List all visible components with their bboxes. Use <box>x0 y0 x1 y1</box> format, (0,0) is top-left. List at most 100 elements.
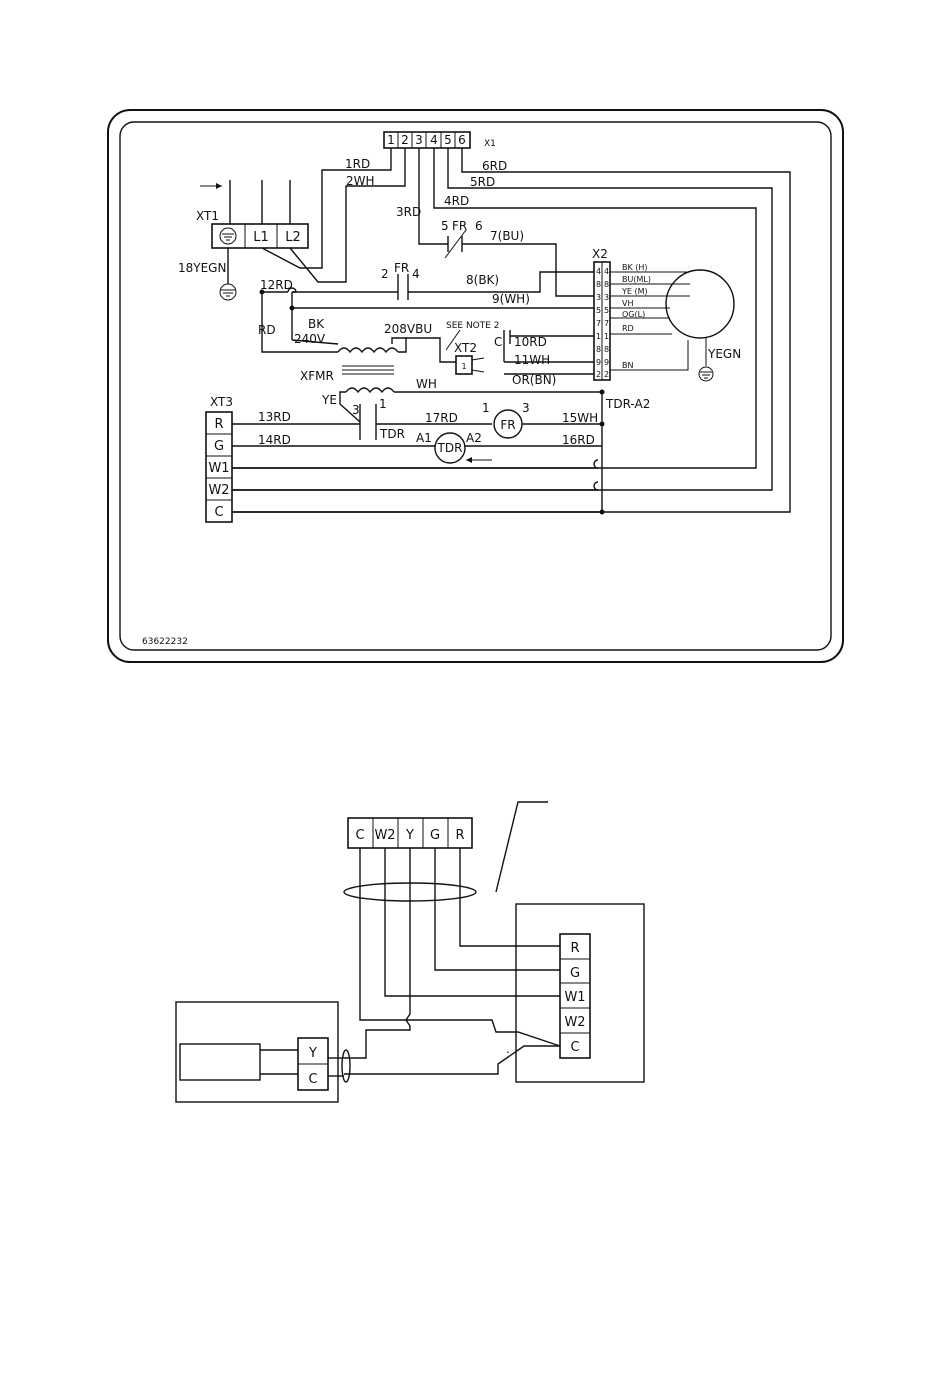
wire-rd-label: RD <box>258 323 276 337</box>
capacitor: C 10RD 11WH OR(BN) <box>494 330 594 387</box>
wire-3rd-label: 3RD <box>396 205 421 219</box>
xt2-pin: 1 <box>461 362 466 371</box>
wire-13rd-label: 13RD <box>258 410 291 424</box>
blower-motor: BK (H) BU(ML) YE (M) VH OG(L) RD BN YEGN <box>610 263 741 382</box>
thermostat-terminal-y: Y <box>405 828 414 843</box>
wire-17rd-label: 17RD <box>425 411 458 425</box>
x2-left-pin: 8 <box>596 345 601 354</box>
xt3-terminal-r: R <box>214 417 223 432</box>
furnace-terminal-w2: W2 <box>564 1015 585 1030</box>
thermostat-terminal-c: C <box>355 828 364 843</box>
wire-orbn-label: OR(BN) <box>512 373 556 387</box>
furnace-terminals: R G W1 W2 C <box>559 933 591 1059</box>
x1-pin-1: 1 <box>387 133 395 147</box>
furnace-terminal-g: G <box>570 966 580 981</box>
fr-pin-4: 4 <box>412 267 420 281</box>
fr-contact-5-6: 5 FR 6 7(BU) <box>441 219 594 297</box>
wire-9wh-label: 9(WH) <box>492 292 530 306</box>
x2-right-pin: 1 <box>604 332 609 341</box>
condenser-terminal-y: Y <box>308 1046 317 1061</box>
transformer: 208VBU XFMR WH YE <box>300 322 602 423</box>
wire-7bu-label: 7(BU) <box>490 229 524 243</box>
240v-label: 240V <box>294 332 326 346</box>
wire-12rd-label: 12RD <box>260 278 293 292</box>
tdr-pin-1: 1 <box>379 397 387 411</box>
xfmr-label: XFMR <box>300 369 334 383</box>
x2-left-pin: 1 <box>596 332 601 341</box>
outer-frame <box>107 109 844 663</box>
x2-left-pin: 2 <box>596 370 601 379</box>
xt1-label: XT1 <box>196 209 219 223</box>
motor-lead-bu: BU(ML) <box>622 275 651 284</box>
furnace-terminal-c: C <box>570 1040 579 1055</box>
line-voltage-wires: 1RD 2WH 3RD 4RD 5RD 6RD <box>210 148 791 513</box>
ground-symbol-icon <box>219 283 237 301</box>
motor-lead-bk: BK (H) <box>622 263 648 272</box>
motor-ground-label: YEGN <box>707 347 741 361</box>
fr-coil-pin-3: 3 <box>522 401 530 415</box>
fr-label-a: FR <box>452 219 467 233</box>
low-voltage-section: 3 1 TDR 17RD FR 1 3 15WH TDR-A2 TDR A1 A… <box>352 389 650 515</box>
x1-pin-4: 4 <box>430 133 438 147</box>
x1-pin-6: 6 <box>458 133 466 147</box>
wire-1rd-label: 1RD <box>345 157 370 171</box>
condenser-terminal-c: C <box>308 1072 317 1087</box>
tdr-contact-label: TDR <box>379 427 405 441</box>
tdr-pin-3: 3 <box>352 403 360 417</box>
xt3-label: XT3 <box>210 395 233 409</box>
x2-right-pin: 5 <box>604 306 609 315</box>
wire-4rd-label: 4RD <box>444 194 469 208</box>
x2-left-pin: 9 <box>596 358 601 367</box>
motor-icon <box>665 269 735 339</box>
ground-icon <box>219 227 237 245</box>
part-number: 63622232 <box>142 637 188 647</box>
x1-pin-3: 3 <box>415 133 423 147</box>
x1-connector: 1 2 3 4 5 6 X1 <box>383 131 496 149</box>
fr-coil-pin-1: 1 <box>482 401 490 415</box>
x2-left-pin: 4 <box>596 267 601 276</box>
xt3-terminal-c: C <box>214 505 223 520</box>
fr-contact-2-4: 2 FR 4 8(BK) <box>292 261 594 300</box>
motor-lead-bn: BN <box>622 361 633 370</box>
furnace-wiring-diagram: 1 2 3 4 5 6 X1 XT1 L1 L2 <box>107 109 844 663</box>
motor-ground-icon <box>698 366 714 382</box>
xt1-block: XT1 L1 L2 18YEGN <box>178 180 309 301</box>
wire-10rd-label: 10RD <box>514 335 547 349</box>
fr-label-b: FR <box>394 261 409 275</box>
x2-left-pin: 5 <box>596 306 601 315</box>
x1-label: X1 <box>484 139 496 149</box>
furnace-board <box>515 903 645 1083</box>
tdr-a2-label: TDR-A2 <box>605 397 650 411</box>
fr-pin-6: 6 <box>475 219 483 233</box>
fr-pin-2: 2 <box>381 267 389 281</box>
wire-5rd-label: 5RD <box>470 175 495 189</box>
tdr-coil-icon <box>434 432 466 464</box>
motor-lead-rd: RD <box>622 324 634 333</box>
capacitor-label: C <box>494 335 502 349</box>
x2-right-pin: 4 <box>604 267 609 276</box>
inner-frame <box>119 121 832 651</box>
condenser-contactor <box>179 1043 261 1081</box>
x2-left-pin: 8 <box>596 280 601 289</box>
x2-left-pin: 7 <box>596 319 601 328</box>
xt2-label: XT2 <box>454 341 477 355</box>
fr-coil-label: FR <box>500 418 515 432</box>
motor-lead-ye: YE (M) <box>621 287 648 296</box>
see-note-label: SEE NOTE 2 <box>446 321 500 331</box>
ground-wire-label: 18YEGN <box>178 261 226 275</box>
x2-label: X2 <box>592 247 608 261</box>
condenser-unit <box>175 1001 339 1103</box>
thermostat-wiring-diagram: C W2 Y G R R G W1 W2 C : <box>175 801 645 1103</box>
furnace-terminal-w1: W1 <box>564 990 585 1005</box>
tdr-a2-pin-label: A2 <box>466 431 482 445</box>
motor-lead-og: OG(L) <box>622 310 645 319</box>
condenser-cable-bundle <box>341 1049 351 1083</box>
tdr-a1-label: A1 <box>416 431 432 445</box>
xt3-terminal-w2: W2 <box>208 483 229 498</box>
xt1-terminal-l1: L1 <box>253 230 269 245</box>
xt3-terminal-w1: W1 <box>208 461 229 476</box>
wire-15wh-label: 15WH <box>562 411 598 425</box>
wire-wh-label: WH <box>416 377 437 391</box>
thermostat-terminal-g: G <box>430 828 440 843</box>
